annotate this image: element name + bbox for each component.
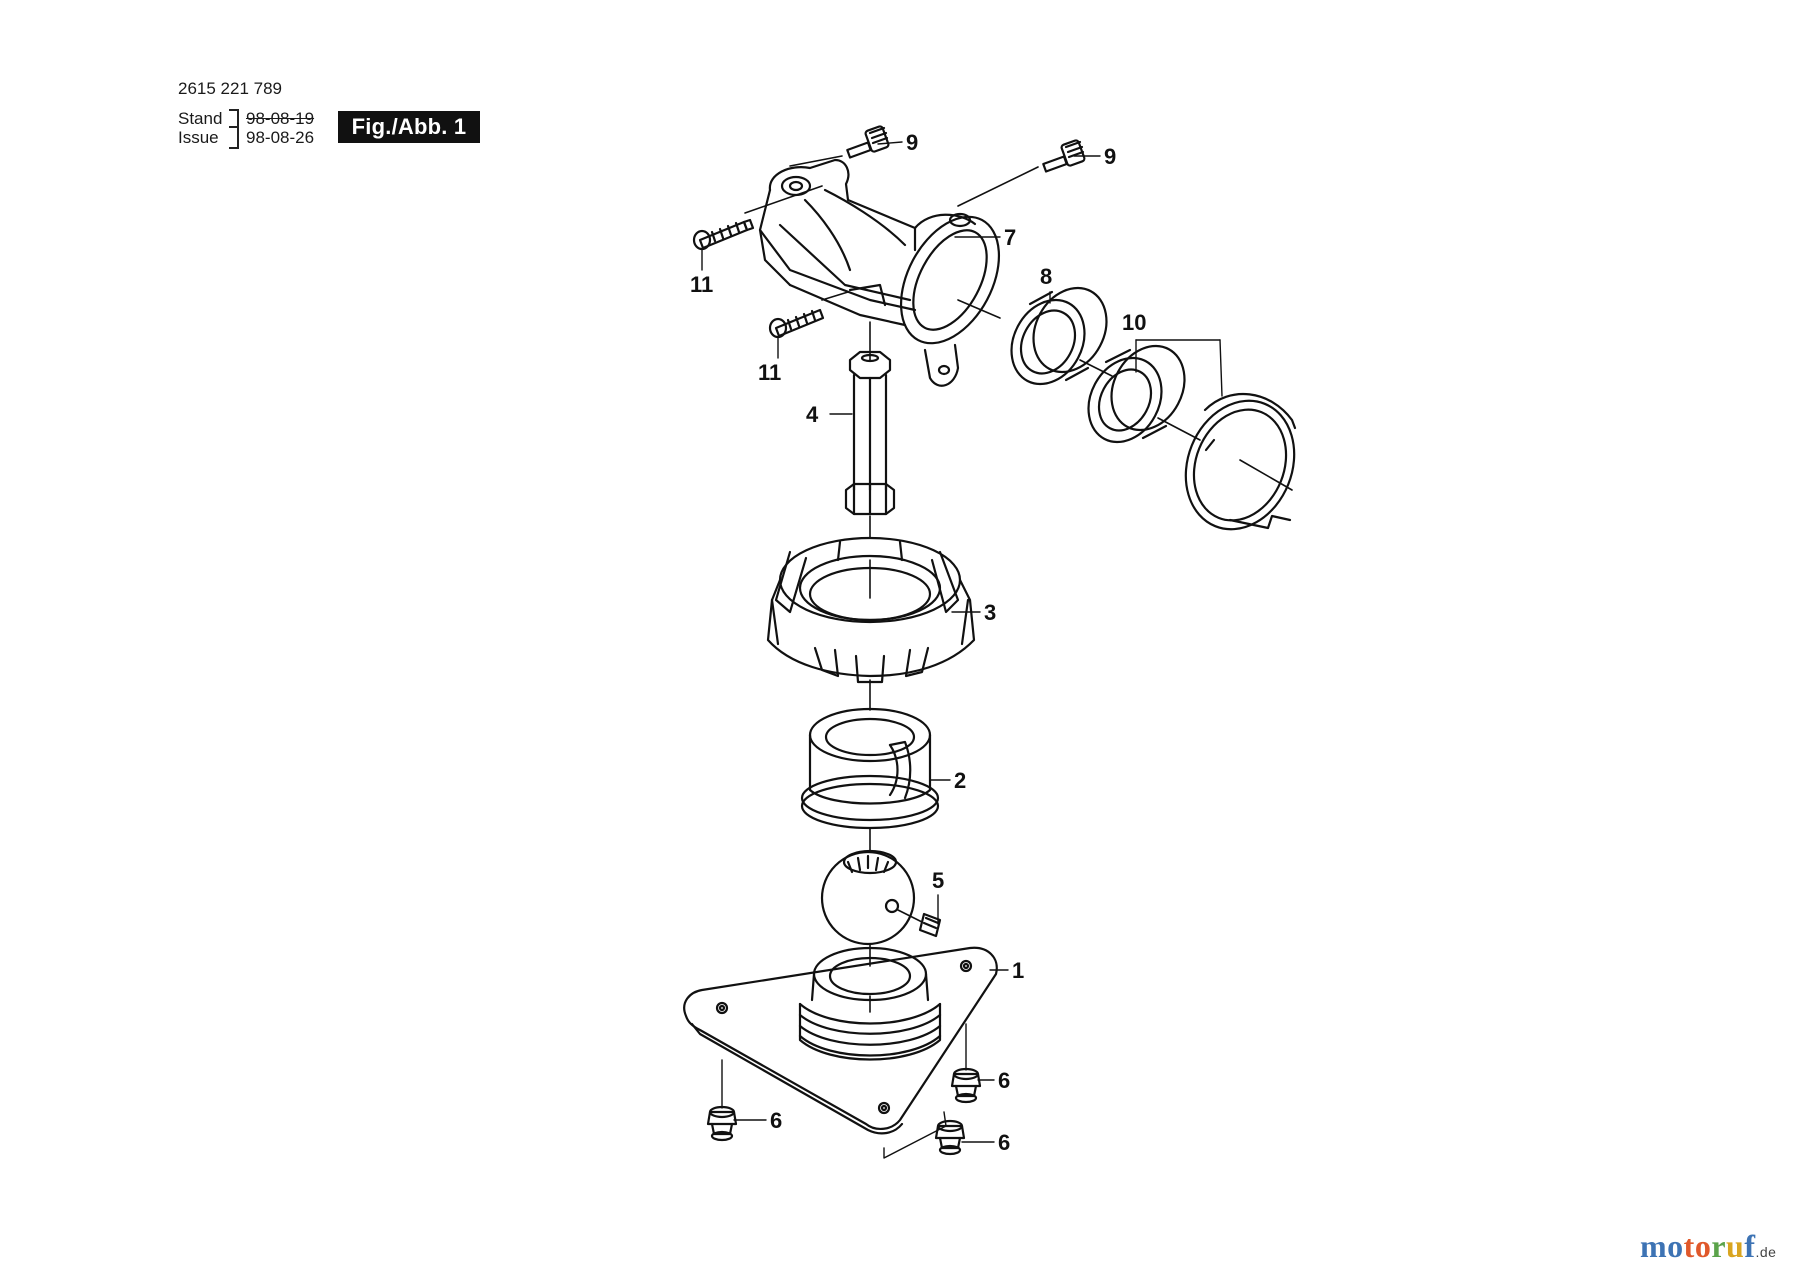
foot-6-right <box>950 1023 982 1104</box>
logo-part-5: f <box>1744 1228 1756 1264</box>
screw-11-lower <box>768 291 849 339</box>
logo-part-1: mo <box>1640 1228 1684 1264</box>
bearing-ring-8 <box>1010 286 1113 386</box>
callout-5: 5 <box>932 868 944 893</box>
foot-6-left <box>706 1059 738 1142</box>
logo-part-2: to <box>1683 1228 1712 1264</box>
housing-7 <box>758 158 1001 387</box>
part-number: 2615 221 789 <box>178 79 282 98</box>
screw-11-upper <box>692 185 823 251</box>
callout-6-bottom: 6 <box>998 1130 1010 1155</box>
ring-10-large <box>1184 392 1297 531</box>
callout-11-lower: 11 <box>758 360 781 385</box>
issue-label: Issue <box>178 128 219 147</box>
callout-2: 2 <box>954 768 966 793</box>
date-brace-tick <box>229 126 239 128</box>
ring-10-small <box>1087 344 1201 444</box>
watermark-logo: motoruf.de <box>1640 1228 1776 1265</box>
set-screw-5 <box>918 912 942 938</box>
callout-1: 1 <box>1012 958 1024 983</box>
foot-6-bottom <box>883 1111 966 1159</box>
callout-8: 8 <box>1040 264 1052 289</box>
leader-10 <box>1135 339 1223 397</box>
logo-tld: .de <box>1755 1244 1777 1260</box>
bushing-2 <box>800 679 940 830</box>
callout-6-right: 6 <box>998 1068 1010 1093</box>
callout-leaders <box>701 141 1101 1143</box>
ring-nut-3 <box>766 536 976 684</box>
stand-date-old: 98-08-19 <box>246 109 315 128</box>
callout-11-upper: 11 <box>690 272 713 297</box>
callout-10: 10 <box>1122 310 1146 335</box>
screw-9-right <box>957 139 1086 207</box>
callout-3: 3 <box>984 600 996 625</box>
base-plate-1 <box>683 946 998 1135</box>
callout-9-right: 9 <box>1104 144 1116 169</box>
callout-6-left: 6 <box>770 1108 782 1133</box>
part-labels: 9 9 7 8 10 11 11 4 3 2 5 1 6 6 6 <box>690 130 1146 1155</box>
ball-joint-5 <box>820 827 942 967</box>
hex-shaft-4 <box>844 321 896 539</box>
callout-7: 7 <box>1004 225 1016 250</box>
callout-4: 4 <box>806 402 819 427</box>
callout-9-left: 9 <box>906 130 918 155</box>
logo-part-4: u <box>1726 1228 1745 1264</box>
logo-part-3: r <box>1711 1228 1727 1264</box>
figure-label: Fig./Abb. 1 <box>338 111 480 143</box>
stand-label: Stand <box>178 109 223 128</box>
date-brace <box>229 109 239 149</box>
screw-9-left <box>789 125 890 167</box>
issue-date: 98-08-26 <box>246 128 315 147</box>
